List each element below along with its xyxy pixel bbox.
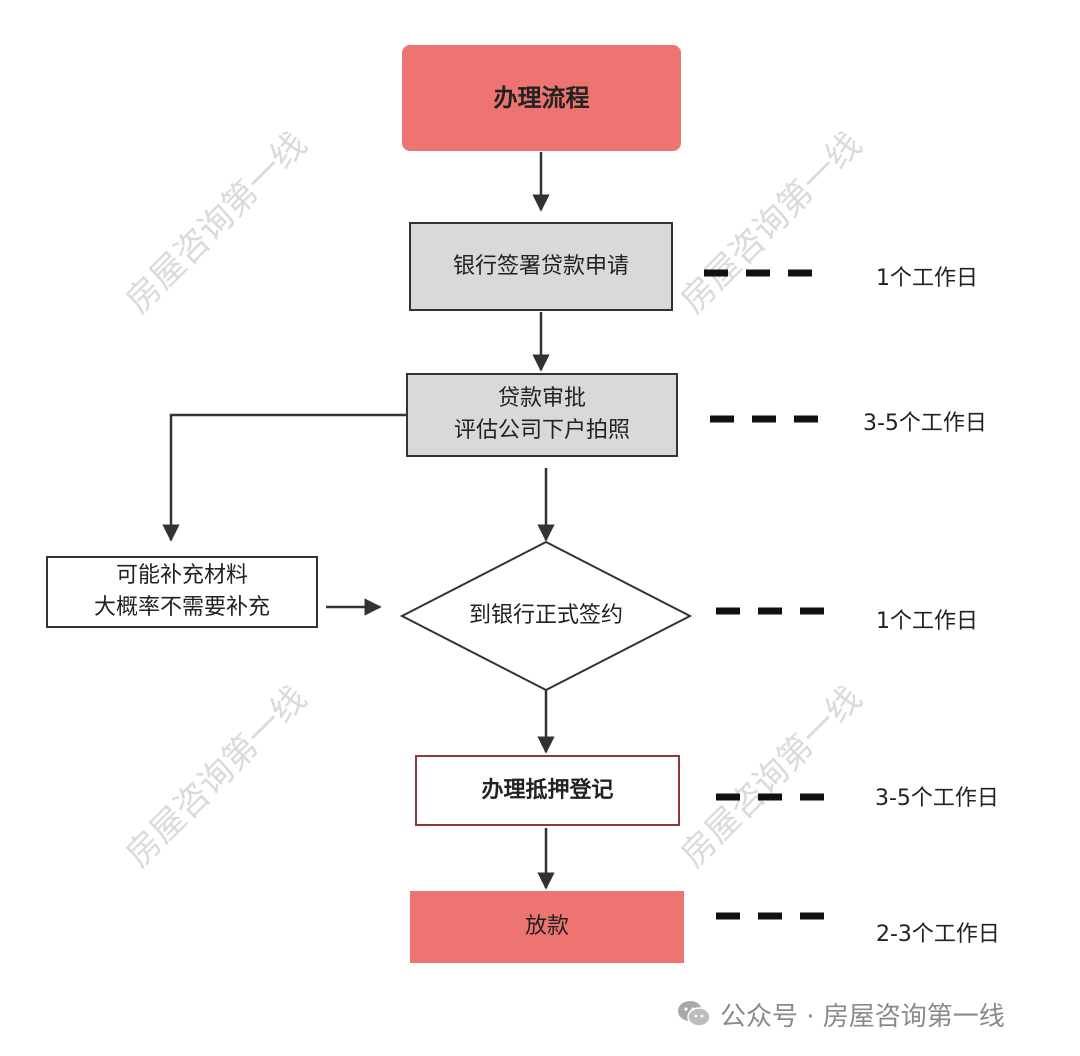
loan-approval-node: 贷款审批 评估公司下户拍照 bbox=[406, 373, 678, 457]
disburse-node: 放款 bbox=[410, 891, 684, 963]
mortgage-register-node: 办理抵押登记 bbox=[415, 755, 680, 826]
footer-text: 公众号 · 房屋咨询第一线 bbox=[720, 1001, 1005, 1032]
title-node: 办理流程 bbox=[402, 45, 681, 151]
formal-sign-diamond bbox=[399, 540, 693, 692]
loan-approval-line1: 贷款审批 bbox=[497, 386, 586, 411]
duration-disburse: 2-3个工作日 bbox=[876, 922, 1000, 947]
title-node-label: 办理流程 bbox=[493, 84, 590, 112]
loan-approval-line2: 评估公司下户拍照 bbox=[453, 418, 630, 443]
supplement-node: 可能补充材料 大概率不需要补充 bbox=[46, 556, 318, 628]
duration-loan-approval: 3-5个工作日 bbox=[863, 411, 987, 436]
wechat-icon bbox=[678, 1001, 711, 1027]
duration-bank-sign-apply: 1个工作日 bbox=[876, 266, 978, 291]
bank-sign-apply-node: 银行签署贷款申请 bbox=[409, 222, 673, 311]
disburse-label: 放款 bbox=[524, 914, 569, 939]
supplement-line2: 大概率不需要补充 bbox=[93, 595, 270, 620]
mortgage-register-label: 办理抵押登记 bbox=[481, 777, 614, 803]
formal-sign-node: 到银行正式签约 bbox=[436, 596, 656, 636]
footer-account: 公众号 · 房屋咨询第一线 bbox=[676, 994, 1005, 1034]
duration-formal-sign: 1个工作日 bbox=[876, 609, 978, 634]
bank-sign-apply-label: 银行签署贷款申请 bbox=[452, 253, 629, 279]
supplement-line1: 可能补充材料 bbox=[115, 563, 248, 588]
arrow-approval-to-supplement bbox=[162, 413, 406, 542]
duration-mortgage-register: 3-5个工作日 bbox=[875, 786, 999, 811]
formal-sign-label: 到银行正式签约 bbox=[468, 603, 623, 628]
